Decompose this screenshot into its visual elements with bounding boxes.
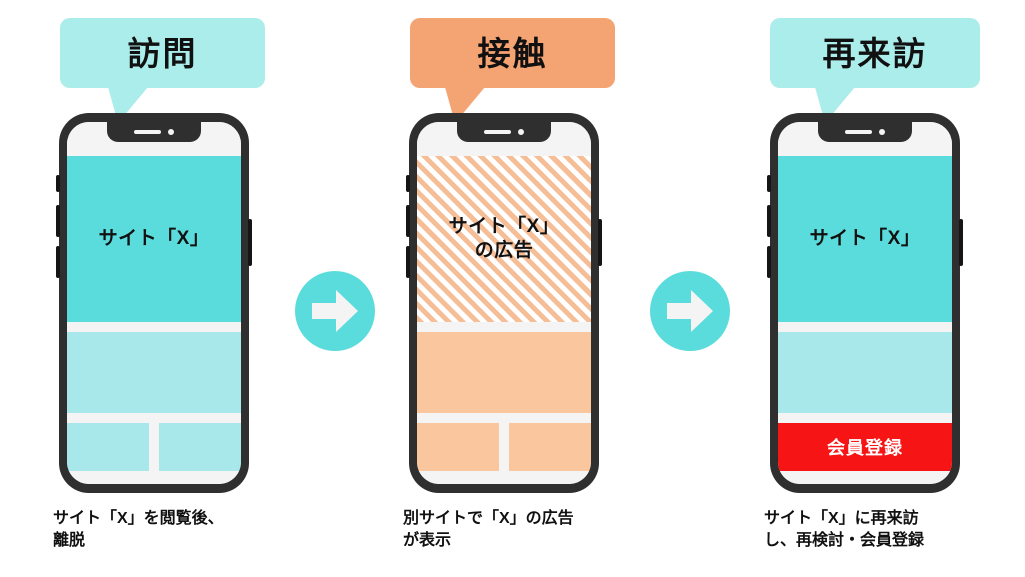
screen-bottom-area — [778, 471, 952, 484]
step-visit: 訪問 サイト「X」 — [45, 0, 345, 577]
mute-switch-icon — [406, 175, 410, 192]
ad-hero-label: サイト「X」 の広告 — [448, 216, 560, 261]
mute-switch-icon — [767, 175, 771, 192]
step-label-bubble-contact: 接触 — [410, 18, 615, 88]
content-card — [417, 423, 499, 471]
step-label-text: 再来訪 — [822, 34, 928, 72]
speaker-grille-icon — [845, 130, 872, 134]
step-label-bubble-revisit: 再来訪 — [770, 18, 980, 88]
signup-cta-label: 会員登録 — [827, 438, 903, 458]
phone-screen-revisit: サイト「X」 会員登録 — [778, 122, 952, 484]
site-hero-label: サイト「X」 — [809, 228, 921, 250]
content-band — [67, 332, 241, 413]
content-divider — [417, 413, 591, 423]
flow-arrow-1 — [295, 271, 375, 351]
screen-bottom-area — [417, 471, 591, 484]
phone-mockup-contact: サイト「X」 の広告 — [406, 113, 602, 493]
site-hero-banner: サイト「X」 — [67, 156, 241, 322]
volume-up-button-icon — [56, 205, 60, 237]
content-band — [417, 332, 591, 413]
screen-bottom-area — [67, 471, 241, 484]
power-button-icon — [959, 219, 963, 266]
step-contact: 接触 サイト「X」 の広告 — [395, 0, 695, 577]
content-divider — [778, 413, 952, 423]
content-divider — [67, 413, 241, 423]
phone-notch — [818, 122, 912, 142]
arrow-right-icon — [667, 290, 713, 332]
front-camera-icon — [168, 129, 174, 135]
power-button-icon — [598, 219, 602, 266]
mute-switch-icon — [56, 175, 60, 192]
content-card — [509, 423, 591, 471]
front-camera-icon — [518, 129, 524, 135]
content-card-row — [417, 423, 591, 471]
flow-arrow-2 — [650, 271, 730, 351]
content-card — [67, 423, 149, 471]
content-band — [778, 332, 952, 413]
content-card — [159, 423, 241, 471]
arrow-right-icon — [312, 290, 358, 332]
step-caption: サイト「X」を閲覧後、 離脱 — [53, 510, 224, 549]
ad-hero-banner: サイト「X」 の広告 — [417, 156, 591, 322]
phone-notch — [107, 122, 201, 142]
content-divider — [778, 322, 952, 332]
volume-down-button-icon — [767, 246, 771, 278]
step-caption: サイト「X」に再来訪 し、再検討・会員登録 — [764, 510, 925, 549]
front-camera-icon — [879, 129, 885, 135]
step-label-text: 訪問 — [127, 34, 198, 72]
speaker-grille-icon — [134, 130, 161, 134]
phone-mockup-revisit: サイト「X」 会員登録 — [767, 113, 963, 493]
content-card-row — [67, 423, 241, 471]
site-hero-label: サイト「X」 — [98, 228, 210, 250]
volume-down-button-icon — [406, 246, 410, 278]
volume-up-button-icon — [767, 205, 771, 237]
phone-screen-contact: サイト「X」 の広告 — [417, 122, 591, 484]
step-revisit: 再来訪 サイト「X」 会員登録 — [752, 0, 1025, 577]
volume-down-button-icon — [56, 246, 60, 278]
content-divider — [417, 322, 591, 332]
phone-mockup-visit: サイト「X」 — [56, 113, 252, 493]
content-divider — [67, 322, 241, 332]
step-label-text: 接触 — [477, 34, 548, 72]
phone-screen-visit: サイト「X」 — [67, 122, 241, 484]
signup-cta-button[interactable]: 会員登録 — [778, 423, 952, 471]
speaker-grille-icon — [484, 130, 511, 134]
step-caption: 別サイトで「X」の広告 が表示 — [403, 510, 574, 549]
power-button-icon — [248, 219, 252, 266]
volume-up-button-icon — [406, 205, 410, 237]
site-hero-banner: サイト「X」 — [778, 156, 952, 322]
phone-notch — [457, 122, 551, 142]
step-label-bubble-visit: 訪問 — [60, 18, 265, 88]
